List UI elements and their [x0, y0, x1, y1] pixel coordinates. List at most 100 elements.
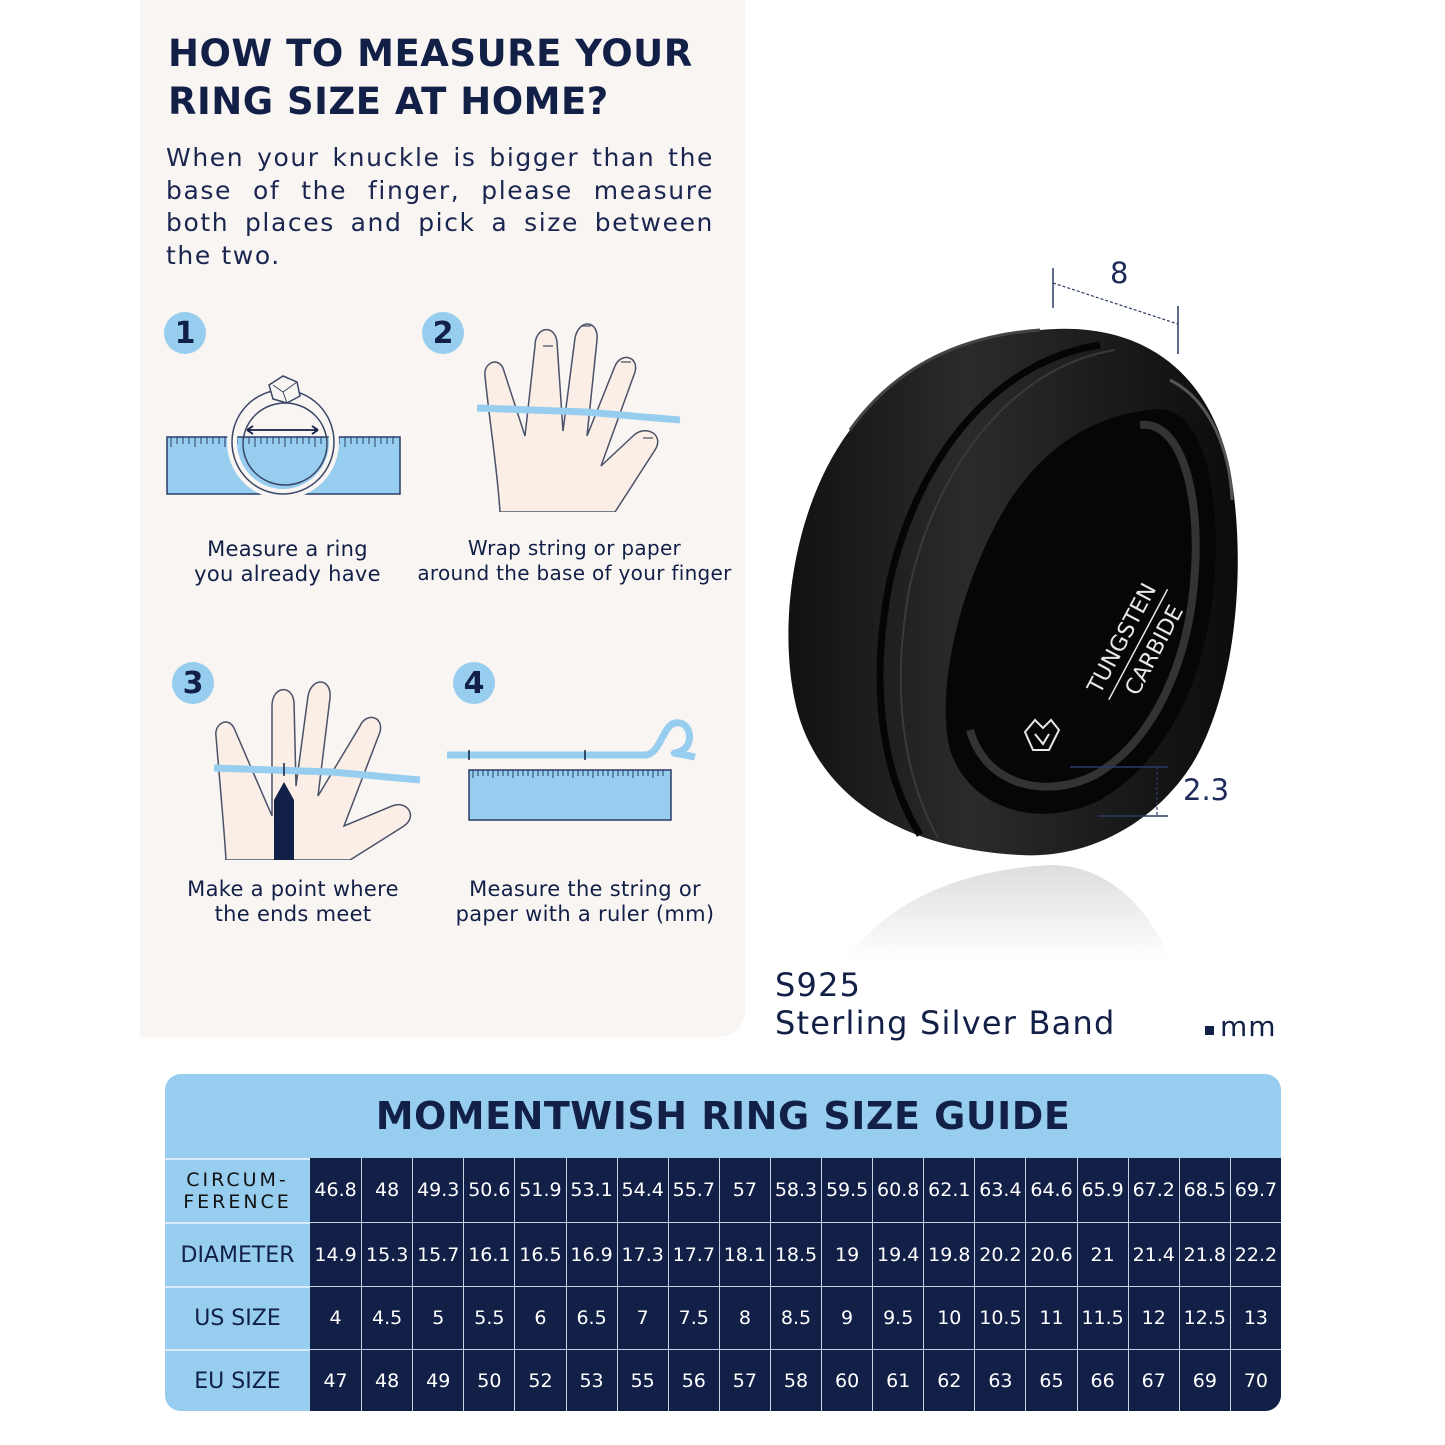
row-label-circumference: CIRCUM-FERENCE [165, 1158, 310, 1222]
table-cell-diameter: 16.5 [514, 1222, 566, 1286]
product-title: Sterling Silver Band [775, 1004, 1116, 1042]
step-3-caption-line-1: Make a point where [187, 877, 399, 901]
table-cell-diameter: 19 [821, 1222, 873, 1286]
table-cell-diameter: 17.7 [667, 1222, 719, 1286]
intro-text: When your knuckle is bigger than the bas… [166, 143, 714, 270]
table-cell-us-size: 7.5 [667, 1286, 719, 1349]
table-cell-diameter: 22.2 [1229, 1222, 1281, 1286]
step-4-caption: Measure the string or paper with a ruler… [440, 877, 730, 927]
table-cell-diameter: 19.8 [923, 1222, 975, 1286]
table-cell-circumference: 65.9 [1076, 1158, 1128, 1222]
table-cell-eu-size: 69 [1178, 1349, 1230, 1411]
table-cell-circumference: 57 [718, 1158, 770, 1222]
brand-logo-icon [1023, 718, 1061, 751]
table-cell-circumference: 64.6 [1025, 1158, 1077, 1222]
table-cell-us-size: 10 [923, 1286, 975, 1349]
table-cell-circumference: 48 [361, 1158, 413, 1222]
ring-product-image: TUNGSTEN CARBIDE [770, 250, 1290, 970]
table-cell-diameter: 21 [1076, 1222, 1128, 1286]
table-cell-eu-size: 55 [616, 1349, 668, 1411]
table-cell-us-size: 9.5 [872, 1286, 924, 1349]
table-cell-us-size: 12 [1127, 1286, 1179, 1349]
table-cell-eu-size: 61 [872, 1349, 924, 1411]
table-cell-diameter: 21.4 [1127, 1222, 1179, 1286]
table-cell-diameter: 20.6 [1025, 1222, 1077, 1286]
row-label-circumference-label-line2: FERENCE [183, 1191, 292, 1213]
step-3-badge: 3 [172, 662, 214, 704]
table-cell-us-size: 9 [821, 1286, 873, 1349]
row-label-eu-size: EU SIZE [165, 1349, 310, 1411]
table-cell-circumference: 63.4 [974, 1158, 1026, 1222]
table-cell-eu-size: 48 [361, 1349, 413, 1411]
table-cell-circumference: 67.2 [1127, 1158, 1179, 1222]
thickness-dimension-label: 2.3 [1183, 773, 1230, 807]
how-to-measure-panel [140, 0, 745, 1037]
table-cell-diameter: 16.1 [463, 1222, 515, 1286]
table-cell-us-size: 11.5 [1076, 1286, 1128, 1349]
table-cell-eu-size: 58 [769, 1349, 822, 1411]
table-cell-eu-size: 70 [1229, 1349, 1281, 1411]
table-cell-circumference: 51.9 [514, 1158, 566, 1222]
unit-label: mm [1220, 1010, 1277, 1043]
table-cell-eu-size: 50 [463, 1349, 515, 1411]
table-cell-eu-size: 67 [1127, 1349, 1179, 1411]
table-cell-eu-size: 53 [565, 1349, 617, 1411]
table-cell-eu-size: 52 [514, 1349, 566, 1411]
table-cell-eu-size: 62 [923, 1349, 975, 1411]
table-cell-us-size: 6.5 [565, 1286, 617, 1349]
row-label-circumference-label-line1: CIRCUM- [186, 1169, 289, 1191]
title-line-2: RING SIZE AT HOME? [168, 80, 609, 123]
table-cell-diameter: 18.1 [718, 1222, 770, 1286]
black-band-ring-icon: TUNGSTEN CARBIDE [788, 268, 1238, 960]
step-1-caption: Measure a ring you already have [170, 537, 405, 587]
table-cell-diameter: 15.3 [361, 1222, 413, 1286]
table-cell-us-size: 6 [514, 1286, 566, 1349]
row-label-us-size: US SIZE [165, 1286, 310, 1349]
unit-square-icon [1205, 1026, 1214, 1035]
row-label-diameter: DIAMETER [165, 1222, 310, 1286]
table-cell-eu-size: 49 [412, 1349, 464, 1411]
table-cell-diameter: 15.7 [412, 1222, 464, 1286]
hand-with-string-icon [476, 323, 681, 512]
step-4-badge: 4 [453, 662, 495, 704]
table-cell-us-size: 4.5 [361, 1286, 413, 1349]
table-cell-eu-size: 66 [1076, 1349, 1128, 1411]
table-cell-eu-size: 60 [821, 1349, 873, 1411]
table-cell-diameter: 21.8 [1178, 1222, 1230, 1286]
table-cell-us-size: 4 [310, 1286, 362, 1349]
table-cell-us-size: 10.5 [974, 1286, 1026, 1349]
step-1-caption-line-2: you already have [194, 562, 381, 586]
table-cell-diameter: 14.9 [310, 1222, 362, 1286]
product-name: S925 Sterling Silver Band [775, 966, 1115, 1042]
title-line-1: HOW TO MEASURE YOUR [168, 32, 693, 75]
step-2-caption-line-1: Wrap string or paper [467, 536, 682, 560]
page-title: HOW TO MEASURE YOUR RING SIZE AT HOME? [168, 30, 728, 126]
unit-legend: mm [1205, 1010, 1277, 1043]
table-cell-us-size: 12.5 [1178, 1286, 1230, 1349]
table-cell-us-size: 13 [1229, 1286, 1281, 1349]
table-cell-circumference: 69.7 [1229, 1158, 1281, 1222]
ring-size-guide-table: MOMENTWISH RING SIZE GUIDE CIRCUM-FERENC… [165, 1074, 1281, 1411]
table-cell-us-size: 11 [1025, 1286, 1077, 1349]
table-cell-us-size: 5.5 [463, 1286, 515, 1349]
step-1-caption-line-1: Measure a ring [207, 537, 368, 561]
table-cell-diameter: 19.4 [872, 1222, 924, 1286]
table-cell-eu-size: 63 [974, 1349, 1026, 1411]
table-cell-circumference: 58.3 [769, 1158, 822, 1222]
table-cell-circumference: 46.8 [310, 1158, 362, 1222]
step-2-caption: Wrap string or paper around the base of … [412, 536, 737, 586]
step-3-caption-line-2: the ends meet [214, 902, 372, 926]
table-cell-eu-size: 65 [1025, 1349, 1077, 1411]
table-cell-diameter: 20.2 [974, 1222, 1026, 1286]
product-material-code: S925 [775, 966, 862, 1004]
table-cell-circumference: 55.7 [667, 1158, 719, 1222]
table-cell-us-size: 8 [718, 1286, 770, 1349]
table-cell-circumference: 62.1 [923, 1158, 975, 1222]
table-cell-circumference: 54.4 [616, 1158, 668, 1222]
ring-on-ruler-icon [166, 375, 401, 499]
table-cell-diameter: 16.9 [565, 1222, 617, 1286]
step-4-caption-line-1: Measure the string or [469, 877, 701, 901]
width-dimension-label: 8 [1110, 256, 1129, 290]
hand-marking-point-icon [213, 681, 421, 860]
